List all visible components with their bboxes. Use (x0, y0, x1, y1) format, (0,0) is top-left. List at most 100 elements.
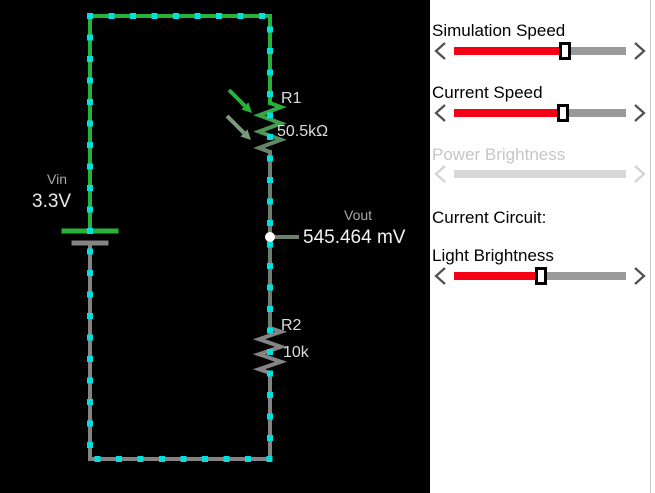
current-dot (194, 13, 201, 19)
current-dot (87, 56, 93, 62)
current-dot (267, 413, 273, 420)
current-dot (87, 206, 93, 213)
current-dot (267, 26, 273, 33)
slider-decrease-arrow-icon[interactable] (432, 265, 448, 287)
current-dot (267, 284, 273, 291)
current-dot (137, 456, 144, 462)
current-dot (159, 456, 165, 462)
vout-name-label: Vout (344, 207, 372, 223)
current-dot (267, 198, 273, 205)
current-dot (87, 13, 93, 19)
current-dot (87, 99, 93, 105)
current-dot (94, 456, 101, 462)
slider-decrease-arrow-icon (434, 165, 446, 183)
slider-thumb[interactable] (534, 267, 547, 285)
current-dot (267, 306, 273, 312)
current-dot (267, 349, 273, 355)
control-panel: Simulation Speed Current Speed Power Bri… (430, 0, 655, 493)
light-brightness-label: Light Brightness (432, 246, 554, 265)
slider-increase-arrow-icon[interactable] (632, 40, 648, 62)
current-dot (267, 69, 273, 76)
current-dot (267, 112, 273, 119)
current-dot (267, 134, 273, 140)
slider-fill (454, 47, 565, 55)
light-arrow-head-icon (240, 129, 251, 140)
simulation-speed-label: Simulation Speed (432, 21, 566, 40)
vin-value-label: 3.3V (32, 191, 71, 212)
r1-value-label: 50.5kΩ (277, 123, 328, 140)
r2-value-label: 10k (283, 344, 310, 361)
current-dot (267, 48, 273, 54)
vout-node[interactable] (265, 232, 275, 242)
current-dot (87, 120, 93, 127)
current-dot (267, 327, 273, 334)
current-dot (87, 377, 93, 384)
current-dot (267, 263, 273, 269)
current-dot (87, 34, 93, 41)
current-dot (237, 13, 244, 19)
current-dot (87, 291, 93, 298)
current-dot (87, 399, 93, 405)
r1-name-label: R1 (281, 90, 302, 107)
slider-fill (454, 272, 541, 280)
current-dot (87, 163, 93, 170)
light-brightness-slider[interactable] (432, 265, 650, 287)
current-dot (87, 77, 93, 84)
current-dot (173, 13, 179, 19)
current-dot (245, 456, 251, 462)
resistor-r1-photoresistor[interactable] (253, 101, 287, 154)
current-dot (267, 177, 273, 183)
slider-track (454, 170, 626, 178)
simulation-speed-slider[interactable] (432, 40, 650, 62)
current-dot (87, 420, 93, 427)
slider-track[interactable] (454, 267, 626, 285)
current-dot (87, 442, 93, 448)
light-arrow-head-icon (241, 102, 252, 113)
current-dot (259, 13, 265, 19)
current-dot (267, 392, 273, 398)
current-dot (180, 456, 187, 462)
light-arrow-icon (225, 114, 246, 135)
current-dot (267, 241, 273, 248)
slider-decrease-arrow-icon[interactable] (432, 40, 448, 62)
current-dot (116, 456, 122, 462)
slider-fill (454, 109, 564, 117)
current-dot (266, 456, 273, 462)
slider-decrease-arrow-icon[interactable] (432, 102, 448, 124)
current-speed-label: Current Speed (432, 83, 543, 102)
current-dot (87, 356, 93, 362)
vout-value-label: 545.464 mV (303, 227, 406, 248)
slider-increase-arrow-icon[interactable] (632, 265, 648, 287)
current-dot (108, 13, 115, 19)
current-dot (151, 13, 158, 19)
slider-thumb[interactable] (557, 104, 570, 122)
slider-track[interactable] (454, 42, 626, 60)
current-dot (267, 91, 273, 97)
power-brightness-label: Power Brightness (432, 145, 566, 164)
power-brightness-slider (432, 163, 650, 185)
slider-track[interactable] (454, 104, 626, 122)
current-dot (267, 220, 273, 226)
current-dot (202, 456, 208, 462)
current-dot (87, 142, 93, 148)
current-speed-slider[interactable] (432, 102, 650, 124)
current-dot (130, 13, 136, 19)
current-dot (87, 228, 93, 234)
slider-thumb[interactable] (558, 42, 571, 60)
current-dot (87, 270, 93, 276)
current-dot (267, 155, 273, 162)
slider-increase-arrow-icon (634, 165, 646, 183)
light-arrow-icon (227, 88, 247, 108)
current-dot (216, 13, 222, 19)
current-dot (267, 435, 273, 441)
current-dot (87, 313, 93, 319)
current-circuit-heading: Current Circuit: (432, 208, 547, 227)
current-dot (223, 456, 230, 462)
slider-increase-arrow-icon[interactable] (632, 102, 648, 124)
current-dot (87, 185, 93, 191)
r2-name-label: R2 (281, 317, 302, 334)
current-dot (87, 334, 93, 341)
